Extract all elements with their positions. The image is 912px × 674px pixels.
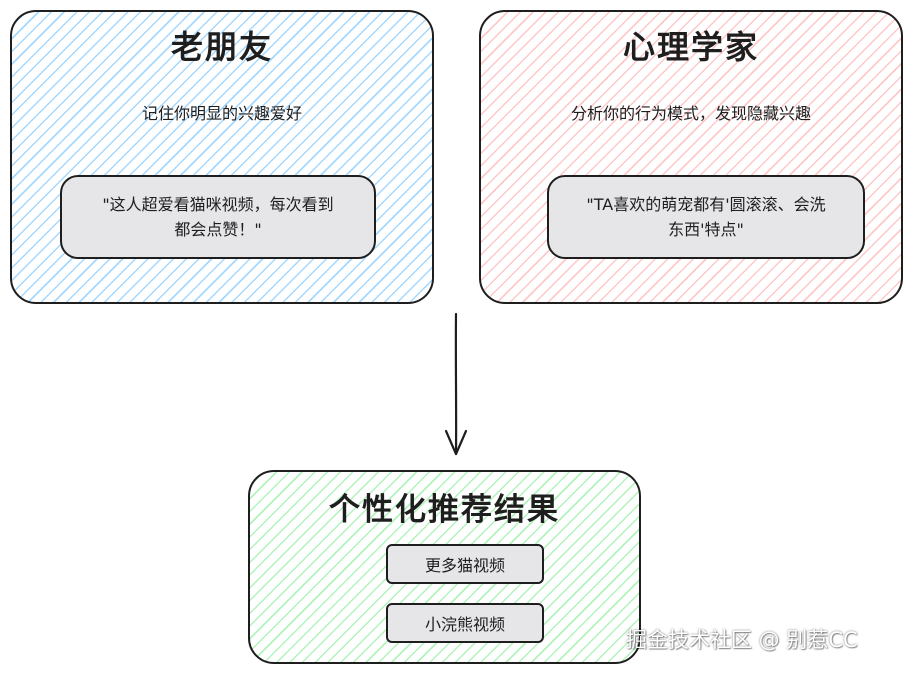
old-friend-quote-box: "这人超爱看猫咪视频，每次看到 都会点赞！" [60,175,376,259]
old-friend-description: 记住你明显的兴趣爱好 [141,104,302,123]
psychologist-quote-box: "TA喜欢的萌宠都有'圆滚滚、会洗 东西'特点" [547,175,865,259]
old-friend-quote-line-1: "这人超爱看猫咪视频，每次看到 [102,195,334,214]
psychologist-quote-line-1: "TA喜欢的萌宠都有'圆滚滚、会洗 [586,195,826,214]
watermark: 掘金技术社区 @ 别惹CC [626,628,858,652]
psychologist-description: 分析你的行为模式，发现隐藏兴趣 [570,104,811,123]
recommendation-result-panel: 个性化推荐结果 更多猫视频 小浣熊视频 [248,470,641,664]
result-item-more-cat-videos: 更多猫视频 [386,544,544,584]
result-title: 个性化推荐结果 [329,492,560,528]
old-friend-quote-line-2: 都会点赞！" [174,220,262,239]
old-friend-title: 老朋友 [170,28,273,66]
psychologist-panel: 心理学家 分析你的行为模式，发现隐藏兴趣 "TA喜欢的萌宠都有'圆滚滚、会洗 东… [479,10,903,304]
old-friend-quote-text: "这人超爱看猫咪视频，每次看到 都会点赞！" [102,192,333,242]
psychologist-quote-line-2: 东西'特点" [668,220,744,239]
psychologist-quote-text: "TA喜欢的萌宠都有'圆滚滚、会洗 东西'特点" [586,192,825,242]
old-friend-panel: 老朋友 记住你明显的兴趣爱好 "这人超爱看猫咪视频，每次看到 都会点赞！" [10,10,434,304]
psychologist-title: 心理学家 [622,28,759,66]
down-arrow-icon [444,312,468,456]
result-item-raccoon-videos: 小浣熊视频 [386,603,544,643]
